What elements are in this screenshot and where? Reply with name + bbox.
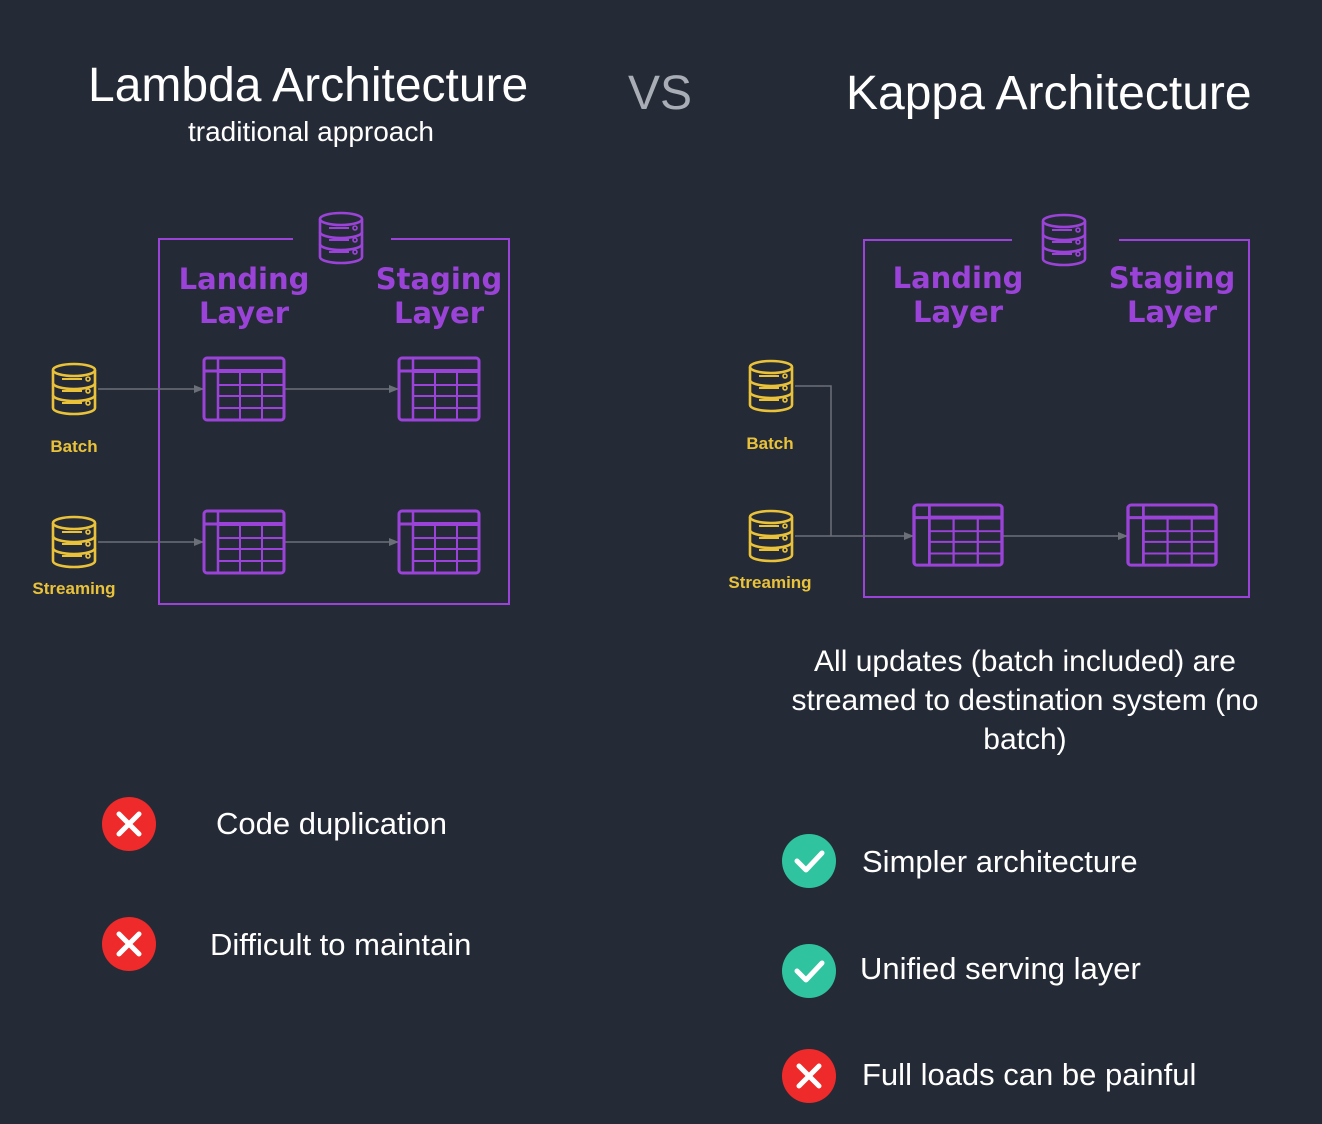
- lambda-title: Lambda Architecture: [88, 59, 529, 112]
- lambda-diagram: [51, 211, 510, 605]
- kappa-layer-frame: [863, 239, 1250, 598]
- kappa-batch-database-icon: [748, 359, 794, 413]
- lambda-con-difficult-to-maintain: Difficult to maintain: [210, 927, 472, 962]
- kappa-batch-connector: [795, 385, 832, 536]
- kappa-pro-simpler-architecture: Simpler architecture: [862, 844, 1138, 879]
- kappa-staging-table-icon: [1128, 505, 1216, 565]
- kappa-con-full-loads: Full loads can be painful: [862, 1057, 1197, 1092]
- cross-circle-icon: [102, 797, 156, 851]
- cross-circle-icon: [782, 1049, 836, 1103]
- lambda-streaming-database-icon: [51, 515, 97, 569]
- kappa-streaming-label: Streaming: [728, 573, 812, 592]
- lambda-landing-batch-table-icon: [202, 356, 286, 422]
- kappa-title: Kappa Architecture: [846, 67, 1252, 120]
- kappa-storage-database-icon: [1041, 213, 1087, 267]
- lambda-batch-label: Batch: [50, 437, 98, 456]
- lambda-con-code-duplication: Code duplication: [216, 806, 447, 841]
- lambda-storage-database-icon: [318, 211, 364, 265]
- kappa-staging-layer-label: Staging Layer: [1108, 261, 1236, 329]
- lambda-subtitle: traditional approach: [188, 116, 434, 147]
- kappa-landing-table-icon: [914, 505, 1002, 565]
- kappa-pro-unified-serving-layer: Unified serving layer: [860, 951, 1141, 986]
- cross-circle-icon: [102, 917, 156, 971]
- kappa-streaming-database-icon: [748, 509, 794, 563]
- lambda-staging-streaming-table-icon: [397, 509, 481, 575]
- kappa-batch-label: Batch: [746, 434, 794, 453]
- kappa-diagram: [748, 213, 1250, 598]
- kappa-description: All updates (batch included) are streame…: [791, 645, 1259, 756]
- lambda-staging-layer-label: Staging Layer: [375, 262, 503, 330]
- lambda-batch-database-icon: [51, 362, 97, 416]
- lambda-streaming-label: Streaming: [32, 579, 116, 598]
- kappa-landing-layer-label: Landing Layer: [892, 261, 1024, 329]
- vs-label: VS: [628, 67, 693, 120]
- lambda-landing-layer-label: Landing Layer: [178, 262, 310, 330]
- lambda-staging-batch-table-icon: [397, 356, 481, 422]
- check-circle-icon: [782, 834, 836, 888]
- lambda-landing-streaming-table-icon: [202, 509, 286, 575]
- lambda-layer-frame: [158, 238, 510, 605]
- check-circle-icon: [782, 944, 836, 998]
